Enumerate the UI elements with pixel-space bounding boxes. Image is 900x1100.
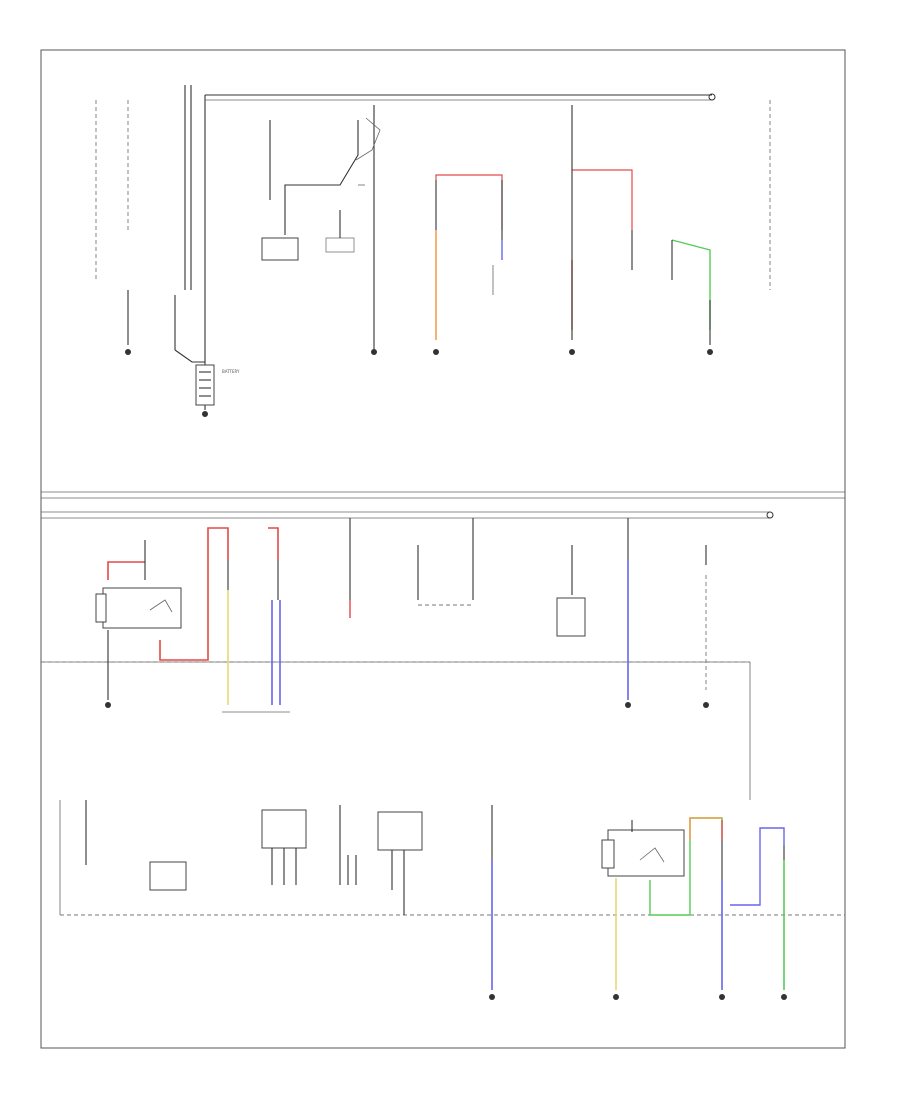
relay-box-5 — [261, 809, 307, 849]
relay-box-3 — [102, 587, 182, 629]
battery-label: BATTERY — [222, 369, 240, 374]
relay-box-6 — [377, 811, 423, 851]
relay-box-2 — [325, 237, 355, 253]
relay-box-1 — [261, 237, 299, 261]
relay-box-4 — [556, 597, 586, 637]
relay-box-7 — [607, 829, 685, 877]
module-box-1 — [149, 861, 187, 891]
section-middle — [41, 511, 774, 800]
section-bottom — [59, 800, 845, 1000]
battery-symbol — [195, 364, 215, 406]
diagram-frame — [40, 49, 846, 1049]
section-top: BATTERY — [95, 85, 771, 417]
